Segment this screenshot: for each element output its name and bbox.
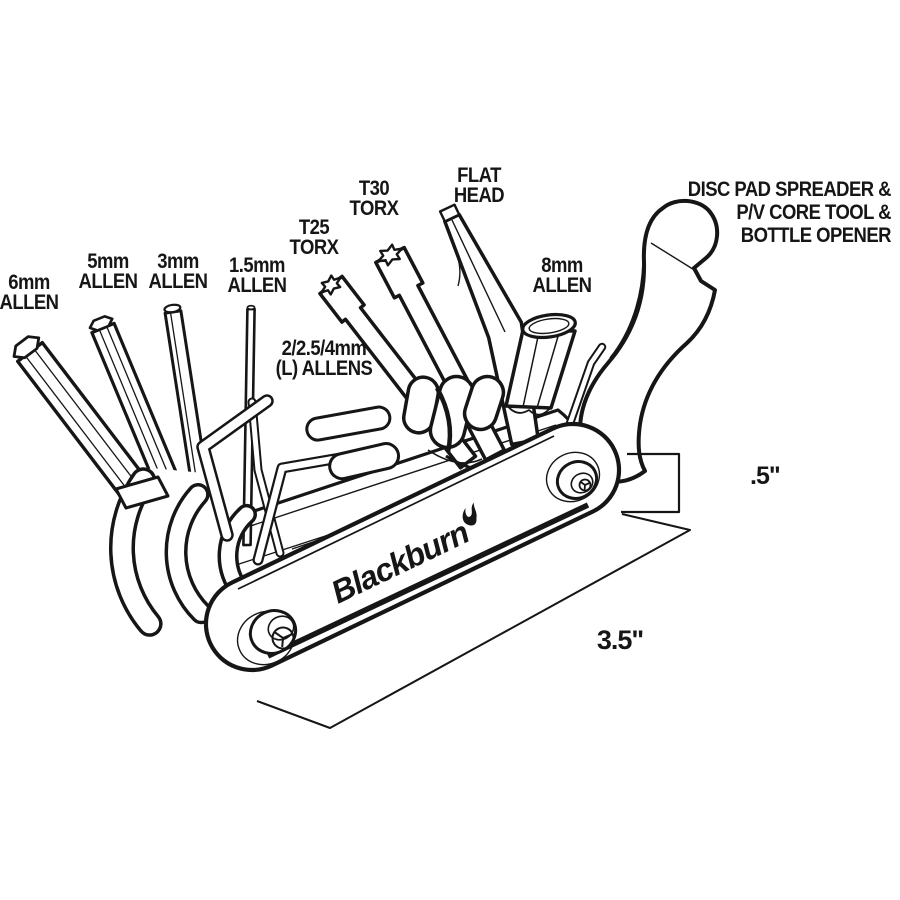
label-allen-5mm: 5mm ALLEN bbox=[55, 250, 161, 293]
allen-8mm-bit bbox=[504, 312, 577, 416]
label-line: TORX bbox=[349, 197, 399, 220]
label-torx-t30: T30 TORX bbox=[321, 177, 427, 220]
label-line: 1.5mm bbox=[229, 254, 285, 277]
folded-tool-capsule bbox=[305, 405, 392, 442]
label-allen-3mm: 3mm ALLEN bbox=[125, 250, 231, 293]
label-line: 5mm bbox=[87, 250, 129, 273]
label-line: ALLEN bbox=[227, 274, 287, 297]
torx-t30-star-face bbox=[374, 242, 405, 269]
label-combo-tools: DISC PAD SPREADER & P/V CORE TOOL & BOTT… bbox=[645, 178, 892, 247]
right-pivot-bolt bbox=[545, 451, 601, 503]
label-line: 6mm bbox=[8, 271, 50, 294]
bottle-opener-arm bbox=[577, 199, 719, 484]
label-allen-1-5mm: 1.5mm ALLEN bbox=[204, 254, 310, 297]
label-line: T30 bbox=[358, 177, 390, 200]
label-line: TORX bbox=[289, 236, 339, 259]
label-line: DISC PAD SPREADER & bbox=[687, 178, 892, 201]
length-dimension-text: 3.5" bbox=[596, 625, 644, 655]
l-allen-wires bbox=[196, 394, 401, 566]
label-line: ALLEN bbox=[532, 274, 592, 297]
thickness-bracket bbox=[621, 452, 681, 514]
label-line: P/V CORE TOOL & bbox=[736, 201, 891, 224]
label-line: HEAD bbox=[453, 184, 505, 207]
label-line: ALLEN bbox=[0, 291, 59, 314]
label-line: 3mm bbox=[157, 250, 199, 273]
length-dimension-line bbox=[256, 513, 691, 729]
label-line: 2/2.5/4mm bbox=[281, 337, 367, 360]
label-flat-head: FLAT HEAD bbox=[426, 164, 532, 207]
tool-body: Blackburn bbox=[203, 421, 622, 673]
label-line: 8mm bbox=[541, 254, 583, 277]
label-allen-8mm: 8mm ALLEN bbox=[509, 254, 615, 297]
label-line: (L) ALLENS bbox=[275, 357, 373, 380]
blackburn-flame-icon bbox=[462, 502, 477, 526]
label-line: ALLEN bbox=[78, 270, 138, 293]
folded-tool-stack bbox=[107, 467, 257, 654]
label-line: ALLEN bbox=[148, 270, 208, 293]
left-pivot-bolt bbox=[236, 609, 298, 666]
label-line: BOTTLE OPENER bbox=[740, 224, 892, 247]
label-l-allens: 2/2.5/4mm (L) ALLENS bbox=[262, 337, 385, 380]
folded-tool-capsule bbox=[328, 442, 401, 481]
allen-1-5mm-key bbox=[242, 304, 256, 547]
pivot-knuckles bbox=[401, 374, 563, 472]
label-line: FLAT bbox=[457, 164, 501, 187]
folded-nose-face bbox=[114, 475, 170, 510]
label-torx-t25: T25 TORX bbox=[261, 216, 367, 259]
label-allen-6mm: 6mm ALLEN bbox=[0, 271, 82, 314]
label-line: T25 bbox=[298, 216, 330, 239]
dimension-lines bbox=[256, 452, 691, 729]
thickness-dimension-text: .5" bbox=[750, 462, 781, 490]
torx-t25-star-face bbox=[317, 272, 345, 298]
